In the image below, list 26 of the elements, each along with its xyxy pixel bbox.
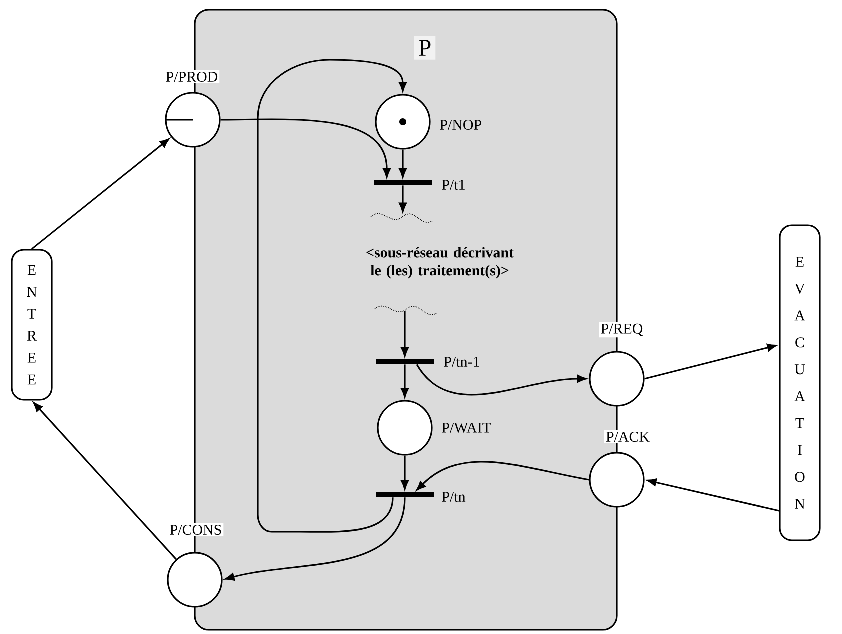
arrow xyxy=(32,138,170,250)
place-label: P/t1 xyxy=(440,178,468,192)
place-label: P/tn-1 xyxy=(442,355,482,368)
place-label: P/NOP xyxy=(438,118,484,132)
subnet-text: <sous-réseau décrivant le (les) traitement(s)> xyxy=(366,247,514,279)
place-label: P/CONS xyxy=(168,523,224,536)
arrow xyxy=(647,478,780,512)
place-label: P/REQ xyxy=(599,322,645,338)
arrow xyxy=(644,344,777,380)
place-label: P/tn xyxy=(440,490,468,504)
arrow xyxy=(399,150,407,178)
place-label: P/PROD xyxy=(164,70,220,84)
terminal-box: E N T R E E xyxy=(11,249,53,401)
arrow xyxy=(401,456,409,490)
arrow xyxy=(220,118,391,178)
terminal-box: E V A C U A T I O N xyxy=(779,224,821,542)
arrow xyxy=(401,311,409,357)
arrow xyxy=(416,364,587,396)
arrow xyxy=(399,186,407,212)
place-label: P/WAIT xyxy=(440,421,493,435)
arrow xyxy=(33,402,177,560)
arrow xyxy=(401,364,409,398)
place-label: P/ACK xyxy=(604,430,652,444)
arrow xyxy=(225,498,406,581)
arrow xyxy=(257,59,407,533)
arrow xyxy=(416,461,590,491)
